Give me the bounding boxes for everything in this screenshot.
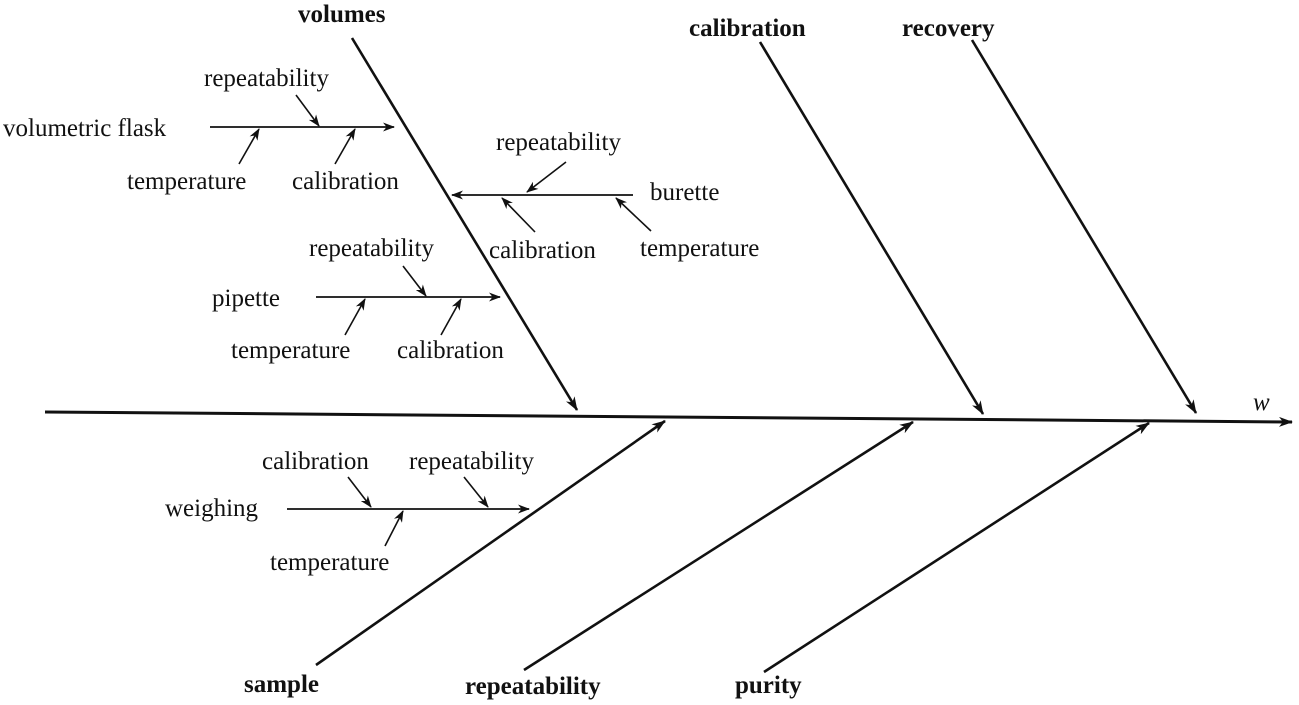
bone-calibration (758, 41, 985, 415)
weighing-calibration-label: calibration (262, 448, 369, 475)
volumetric-flask-repeatability-arrow (295, 94, 320, 127)
weighing-label: weighing (165, 495, 259, 522)
pipette-temperature-arrow (344, 298, 366, 336)
burette-temperature-label: temperature (640, 235, 759, 262)
weighing-calibration-arrow (347, 476, 372, 508)
pipette-label: pipette (212, 285, 280, 312)
output-label: w (1253, 389, 1270, 416)
volumetric-flask-temperature-label: temperature (127, 168, 246, 195)
bone-label-purity: purity (735, 672, 802, 699)
volumetric-flask-repeatability-label: repeatability (204, 65, 329, 92)
pipette-calibration-arrow (440, 298, 462, 336)
bone-repeatability (523, 420, 914, 672)
weighing-repeatability-arrow (463, 476, 489, 508)
volumetric-flask-temperature-arrow (238, 128, 260, 165)
volumetric-flask-calibration-label: calibration (292, 168, 399, 195)
bone-purity (763, 421, 1150, 674)
bone-recovery (970, 39, 1198, 414)
pipette-temperature-label: temperature (231, 337, 350, 364)
weighing-repeatability-label: repeatability (409, 448, 534, 475)
burette-temperature-arrow (615, 197, 652, 232)
burette-label: burette (650, 179, 719, 206)
burette-calibration-arrow (501, 197, 536, 233)
burette-repeatability-label: repeatability (496, 129, 621, 156)
bone-volumes (350, 37, 579, 411)
weighing-temperature-label: temperature (270, 549, 389, 576)
pipette-repeatability-arrow (402, 265, 427, 297)
bone-label-recovery: recovery (902, 15, 995, 42)
burette-repeatability-arrow (526, 161, 567, 193)
bone-label-volumes: volumes (298, 1, 386, 28)
volumetric-flask-label: volumetric flask (3, 115, 167, 142)
bone-label-sample: sample (244, 671, 319, 698)
burette-calibration-label: calibration (489, 237, 596, 264)
pipette-calibration-label: calibration (397, 337, 504, 364)
weighing-temperature-arrow (384, 510, 404, 547)
bone-sample (315, 419, 666, 667)
bone-label-calibration: calibration (689, 15, 806, 42)
volumetric-flask-calibration-arrow (334, 128, 356, 165)
bone-label-repeatability: repeatability (465, 673, 601, 700)
pipette-repeatability-label: repeatability (309, 235, 434, 262)
main-spine (44, 410, 1293, 427)
